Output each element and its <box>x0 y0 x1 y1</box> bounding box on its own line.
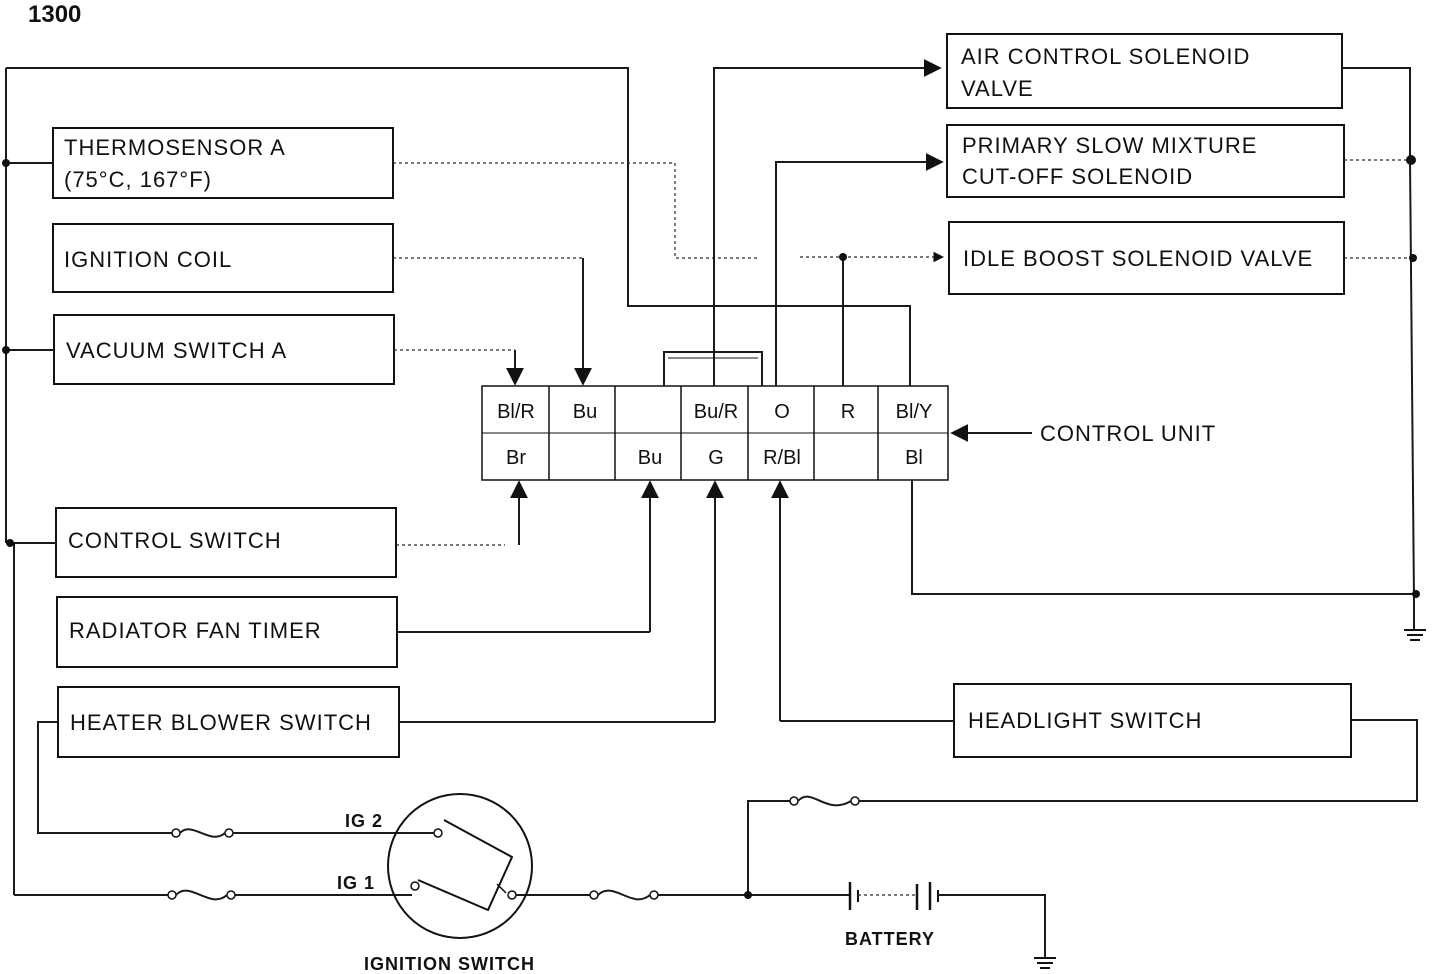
pin-bottom-5: R/Bl <box>763 447 801 469</box>
headlight-switch-label: HEADLIGHT SWITCH <box>968 708 1202 733</box>
pin-bottom-3: Bu <box>638 447 662 469</box>
heater-blower-switch-label: HEATER BLOWER SWITCH <box>70 710 372 735</box>
vacuum-switch-a-label: VACUUM SWITCH A <box>66 338 287 363</box>
fuse-icon-main <box>589 889 659 901</box>
left-power-bus <box>2 67 911 895</box>
radiator-fan-timer-label: RADIATOR FAN TIMER <box>69 618 322 643</box>
fuse-icon-ig2 <box>171 828 234 838</box>
control-unit-connector: Bl/R Bu Bu/R O R Bl/Y Br Bu G R/Bl Bl <box>481 351 949 481</box>
control-unit-label: CONTROL UNIT <box>1040 421 1216 446</box>
right-ground-bus <box>1342 67 1420 630</box>
primary-slow-mixture-label-2: CUT-OFF SOLENOID <box>962 164 1193 189</box>
control-switch-label: CONTROL SWITCH <box>68 528 282 553</box>
ground-icon <box>1404 629 1426 641</box>
junction-dot <box>744 891 752 899</box>
battery-label: BATTERY <box>845 929 935 949</box>
radiator-fan-timer-box: RADIATOR FAN TIMER <box>56 596 398 668</box>
ig2-wire <box>37 721 438 834</box>
pin-top-1: Bl/R <box>497 401 535 423</box>
thermosensor-a-box: THERMOSENSOR A (75°C, 167°F) <box>52 127 394 199</box>
pin-top-2: Bu <box>573 401 597 423</box>
air-control-solenoid-label: AIR CONTROL SOLENOID <box>961 44 1250 69</box>
primary-slow-mixture-label: PRIMARY SLOW MIXTURE <box>962 133 1257 158</box>
headlight-switch-box: HEADLIGHT SWITCH <box>953 683 1352 758</box>
pin-top-7: Bl/Y <box>896 401 933 423</box>
air-control-solenoid-label-2: VALVE <box>961 76 1034 101</box>
thermosensor-a-rating: (75°C, 167°F) <box>64 167 212 192</box>
idle-boost-solenoid-label: IDLE BOOST SOLENOID VALVE <box>963 246 1313 271</box>
pin-top-6: R <box>841 401 855 423</box>
control-switch-box: CONTROL SWITCH <box>55 507 397 578</box>
signal-wires <box>393 59 1416 723</box>
ig2-label: IG 2 <box>345 811 383 831</box>
ignition-coil-box: IGNITION COIL <box>52 223 394 293</box>
pin-bottom-4: G <box>708 447 724 469</box>
pin-bottom-7: Bl <box>905 447 923 469</box>
headlight-feed <box>747 719 1418 895</box>
ignition-switch-icon <box>387 793 533 939</box>
ignition-coil-label: IGNITION COIL <box>64 247 232 272</box>
idle-boost-solenoid-box: IDLE BOOST SOLENOID VALVE <box>948 221 1345 295</box>
diagram-title: 1300 <box>28 1 81 28</box>
pin-top-5: O <box>774 401 790 423</box>
air-control-solenoid-box: AIR CONTROL SOLENOID VALVE <box>946 33 1343 109</box>
fuse-icon-headlight <box>789 795 860 807</box>
battery-icon <box>848 882 1056 969</box>
primary-slow-mixture-box: PRIMARY SLOW MIXTURE CUT-OFF SOLENOID <box>946 124 1345 198</box>
ignition-switch-label: IGNITION SWITCH <box>364 954 535 974</box>
fuse-icon-ig1 <box>167 889 236 901</box>
heater-blower-switch-box: HEATER BLOWER SWITCH <box>57 686 400 758</box>
thermosensor-a-label: THERMOSENSOR A <box>64 135 286 160</box>
pin-bottom-1: Br <box>506 447 526 469</box>
pin-top-4: Bu/R <box>694 401 738 423</box>
vacuum-switch-a-box: VACUUM SWITCH A <box>53 314 395 385</box>
ig1-label: IG 1 <box>337 873 375 893</box>
